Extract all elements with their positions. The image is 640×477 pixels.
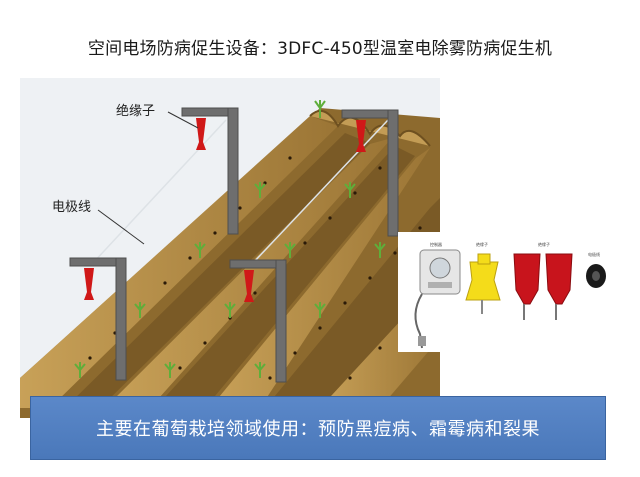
wire-spool: 电极线 <box>586 251 606 288</box>
product-photo: 控制器 绝缘子 绝缘子 电极线 <box>398 232 628 352</box>
soil-dots <box>88 156 422 380</box>
insulator-callout: 绝缘子 <box>116 104 156 119</box>
usage-banner: 主要在葡萄栽培领域使用：预防黑痘病、霜霉病和裂果 <box>30 396 606 460</box>
page-title: 空间电场防病促生设备：3DFC-450型温室电除雾防病促生机 <box>87 39 553 59</box>
electrode-posts <box>69 107 399 383</box>
electrode-wire-callout: 电极线 <box>52 200 92 215</box>
product-label-0: 控制器 <box>430 241 442 247</box>
yellow-insulator: 绝缘子 <box>465 241 501 314</box>
greenhouse-illustration <box>20 78 440 418</box>
red-insulators: 绝缘子 <box>513 241 573 320</box>
controller-unit: 控制器 <box>414 241 461 349</box>
wire-leader <box>97 209 145 245</box>
product-label-2: 绝缘子 <box>538 241 550 247</box>
product-label-1: 绝缘子 <box>476 241 488 247</box>
insulator-leader <box>167 111 199 129</box>
seedlings <box>74 100 386 378</box>
product-label-3: 电极线 <box>588 251 600 257</box>
usage-banner-text: 主要在葡萄栽培领域使用：预防黑痘病、霜霉病和裂果 <box>96 419 540 440</box>
insulators <box>84 118 366 302</box>
